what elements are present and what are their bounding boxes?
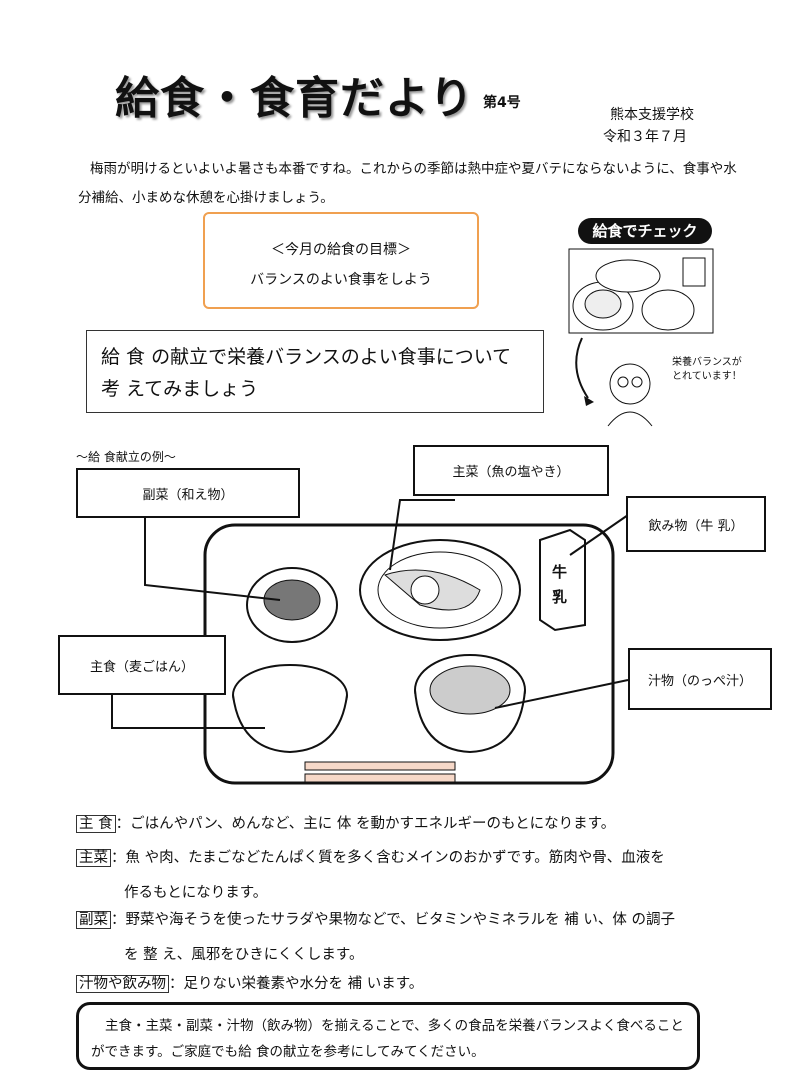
goal-text: バランスのよい食事をしよう [250, 272, 432, 288]
label-nomimono: 飲み物（牛 乳） [626, 496, 766, 552]
desc-shushoku: 主 食：ごはんやパン、めんなど、主に 体 を動かすエネルギーのもとになります。 [76, 812, 615, 833]
desc-text: ：ごはんやパン、めんなど、主に 体 を動かすエネルギーのもとになります。 [115, 816, 616, 832]
meal-tray-diagram: 牛 乳 [111, 499, 629, 785]
desc-text: ：魚 や肉、たまごなどたんぱく質を多く含むメインのおかずです。筋肉や骨、血液を [111, 850, 665, 866]
menu-example-label: ～給 食献立の例～ [76, 450, 176, 464]
label-shirumono: 汁物（のっぺ汁） [628, 648, 772, 710]
bubble-line-2: とれています！ [672, 371, 742, 382]
desc-cont: を 整 え、風邪をひきにくくします。 [124, 947, 364, 963]
monthly-goal-scroll: ＜今月の給食の目標＞ バランスのよい食事をしよう [203, 212, 479, 309]
school-name: 熊本支援学校 [610, 107, 694, 123]
lunch-check-badge: 給食でチェック [578, 218, 712, 244]
theme-line-1: 給 食 の献立で栄養バランスのよい食事について [101, 346, 512, 368]
goal-heading: ＜今月の給食の目標＞ [271, 242, 411, 258]
svg-text:乳: 乳 [552, 588, 567, 606]
theme-box: 給 食 の献立で栄養バランスのよい食事について 考 えてみましょう [86, 330, 544, 413]
label-shusai: 主菜（魚の塩やき） [413, 445, 609, 496]
issue-date: 令和３年７月 [603, 129, 687, 145]
term-shirumono: 汁物や飲み物 [76, 975, 169, 993]
issue-number: 第4号 [483, 95, 521, 111]
desc-text: ：足りない栄養素や水分を 補 います。 [169, 976, 424, 992]
summary-box: 主食・主菜・副菜・汁物（飲み物）を揃えることで、多くの食品を栄養バランスよく食べ… [76, 1002, 700, 1070]
label-shushoku: 主食（麦ごはん） [58, 635, 226, 695]
tray-illustration-icon [568, 248, 714, 427]
desc-fukusai: 副菜：野菜や海そうを使ったサラダや果物などで、ビタミンやミネラルを 補 い、体 … [76, 908, 675, 964]
speech-bubble: 栄養バランスが とれています！ [672, 356, 742, 384]
milk-carton [539, 528, 586, 632]
newsletter-title: 給食・食育だより [115, 73, 475, 124]
term-shushoku: 主 食 [76, 815, 116, 833]
desc-text: ：野菜や海そうを使ったサラダや果物などで、ビタミンやミネラルを 補 い、体 の調… [111, 912, 675, 928]
bubble-line-1: 栄養バランスが [672, 357, 742, 368]
desc-shusai: 主菜：魚 や肉、たまごなどたんぱく質を多く含むメインのおかずです。筋肉や骨、血液… [76, 846, 665, 902]
desc-cont: 作るもとになります。 [124, 885, 268, 901]
desc-shirumono: 汁物や飲み物：足りない栄養素や水分を 補 います。 [76, 972, 423, 993]
term-shusai: 主菜 [76, 849, 111, 867]
intro-text: 梅雨が明けるといよいよ暑さも本番ですね。これからの季節は熱中症や夏バテにならない… [78, 161, 737, 206]
svg-text:牛: 牛 [552, 563, 567, 581]
term-fukusai: 副菜 [76, 911, 111, 929]
label-fukusai: 副菜（和え物） [76, 468, 300, 518]
theme-line-2: 考 えてみましょう [101, 378, 259, 400]
